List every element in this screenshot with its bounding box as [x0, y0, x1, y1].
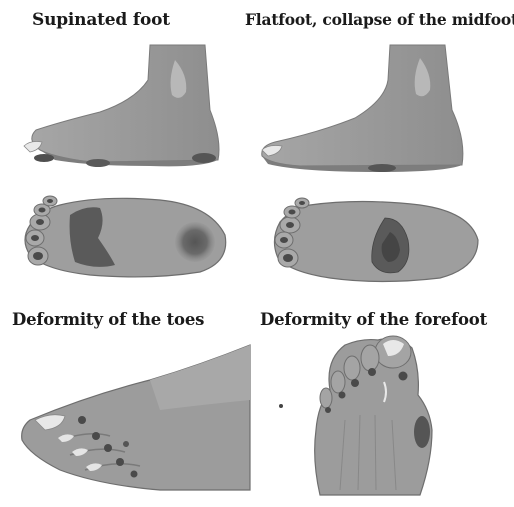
forefoot-deformity-illustration: [0, 0, 514, 507]
